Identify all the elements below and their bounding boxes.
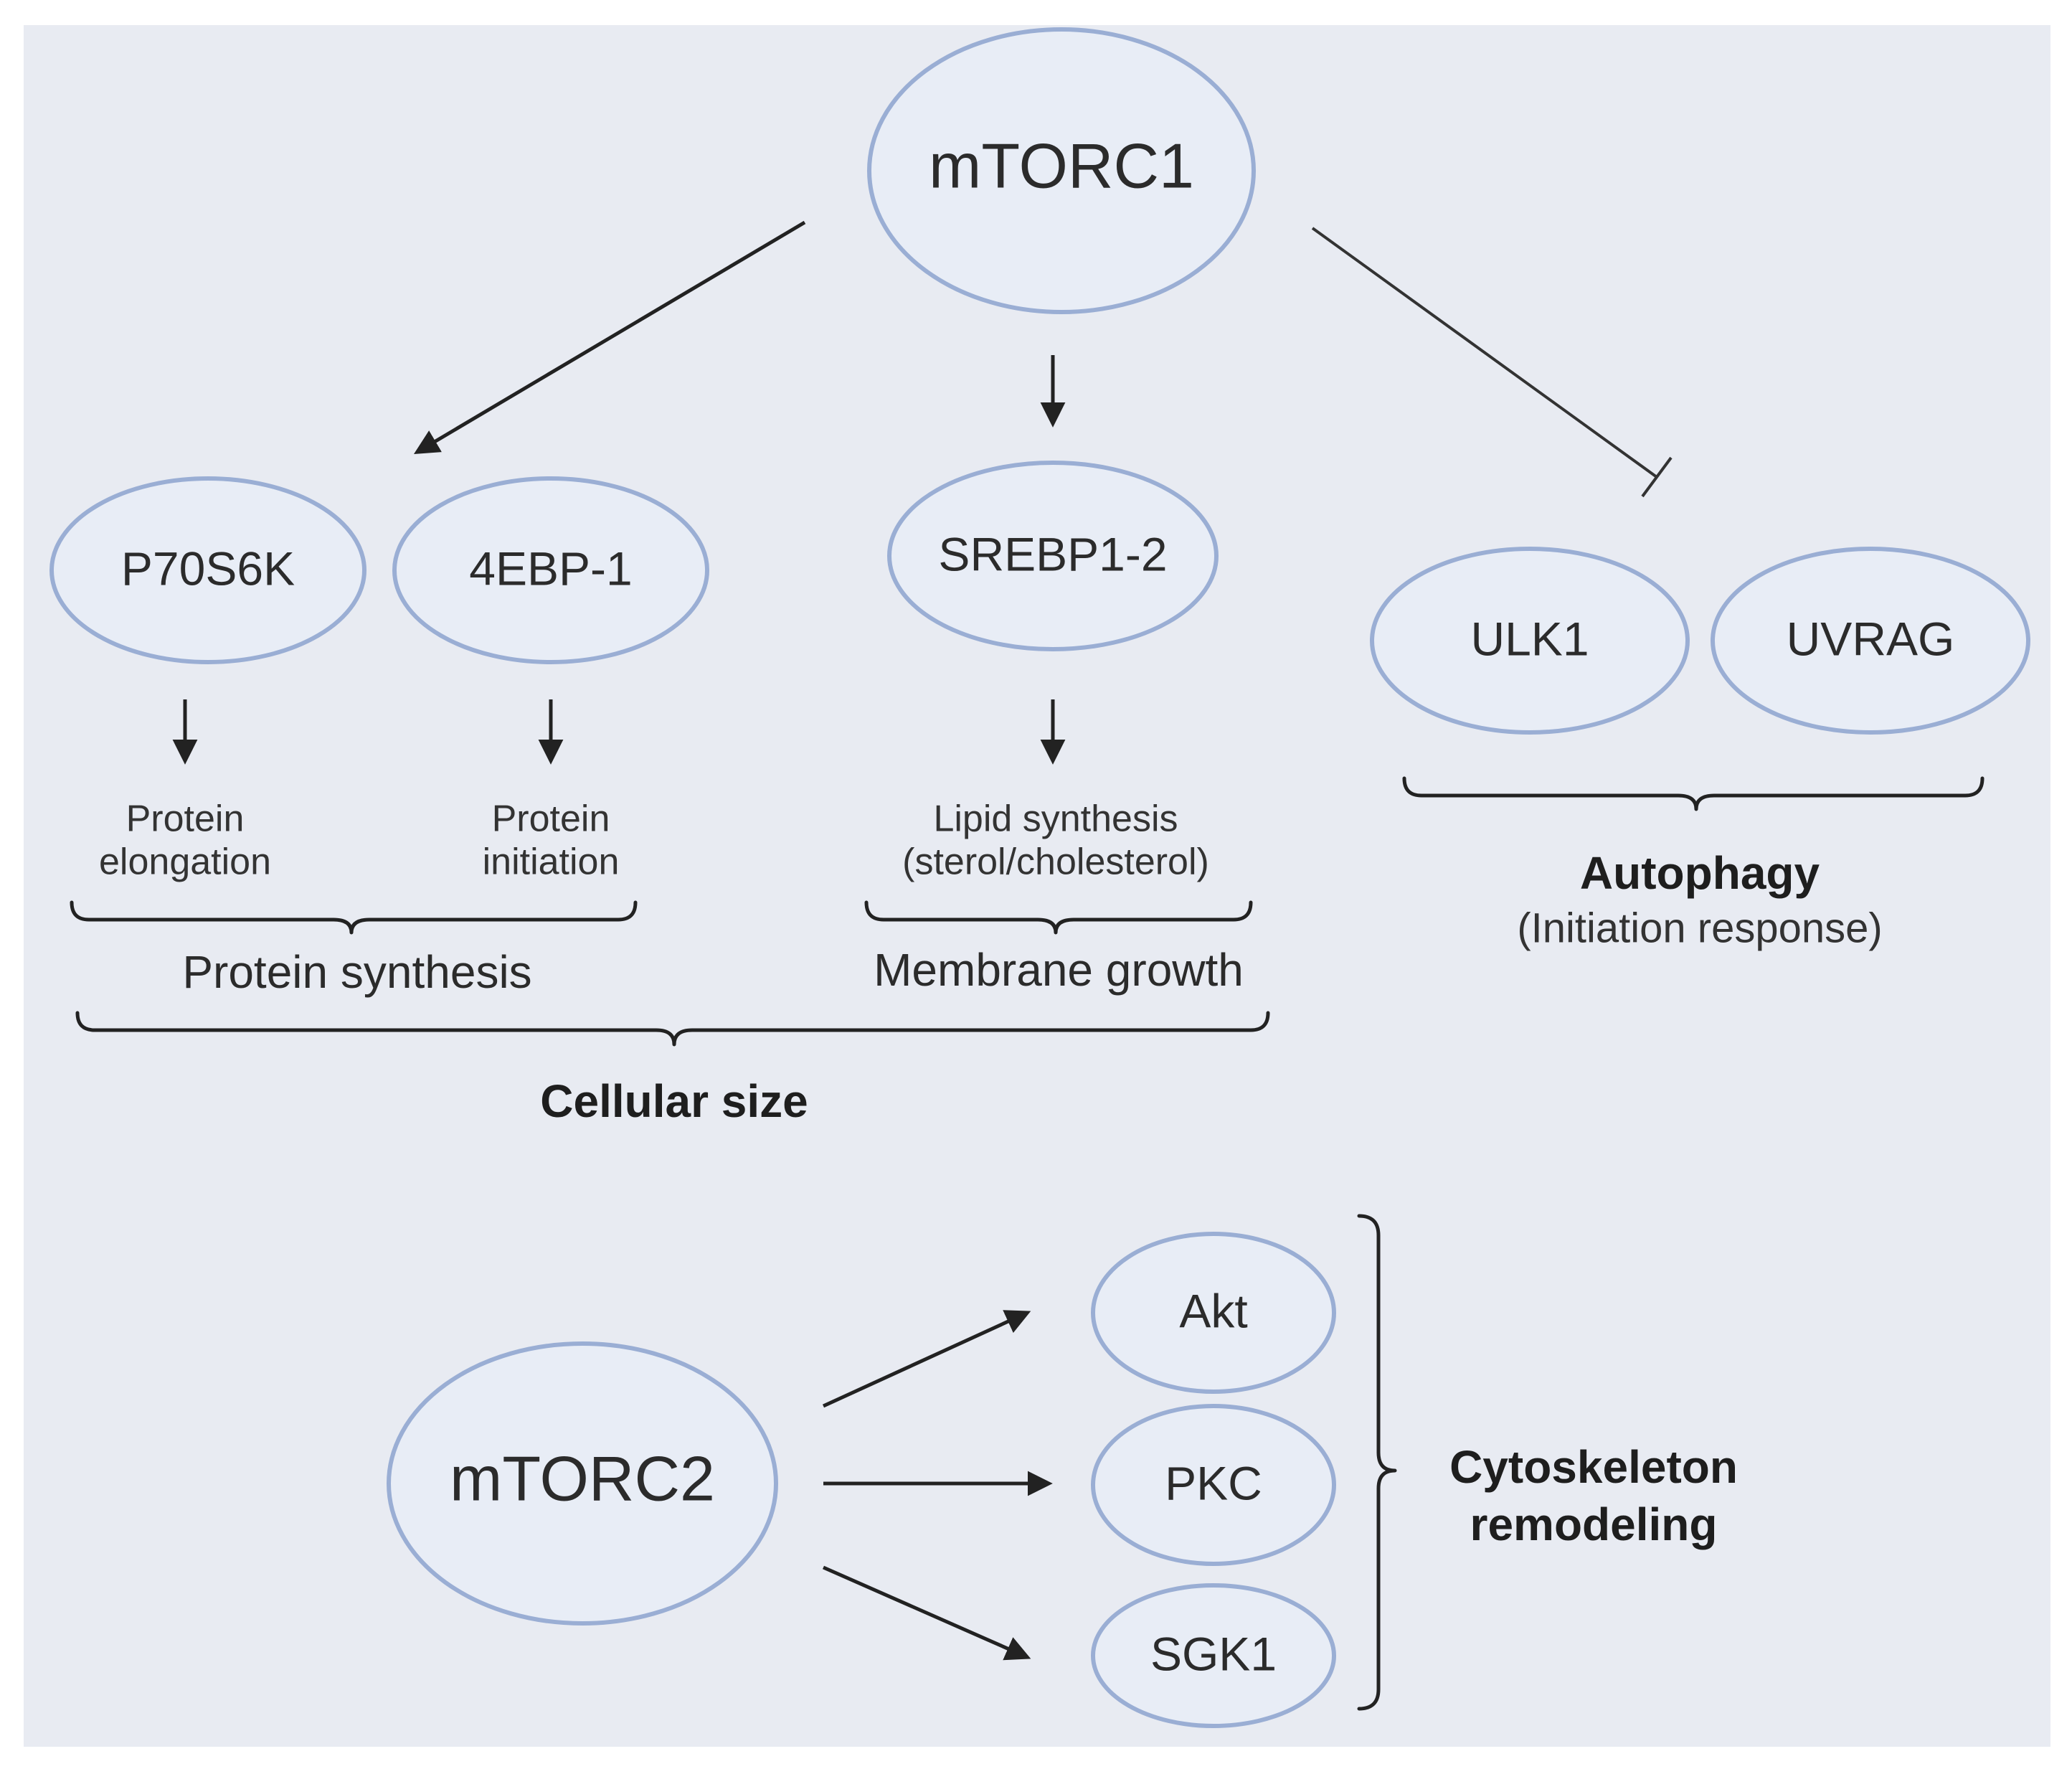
sgk1-node: SGK1 xyxy=(1091,1583,1336,1728)
arrow-mtorc2-to-akt xyxy=(822,1310,1031,1408)
uvrag-node: UVRAG xyxy=(1711,547,2030,735)
p70s6k-label: P70S6K xyxy=(121,542,295,595)
brace-membrane-growth xyxy=(864,900,1253,935)
srebp-label: SREBP1-2 xyxy=(938,527,1167,580)
protein-elongation-line1: Protein xyxy=(126,798,245,840)
cellular-size-label: Cellular size xyxy=(540,1075,808,1127)
brace-protein-synthesis xyxy=(70,900,638,935)
brace-autophagy xyxy=(1402,776,1985,811)
sgk1-label: SGK1 xyxy=(1150,1627,1277,1680)
ulk1-label: ULK1 xyxy=(1470,612,1589,665)
autophagy-sub-label: (Initiation response) xyxy=(1517,905,1882,951)
uvrag-label: UVRAG xyxy=(1787,612,1955,665)
protein-initiation-line1: Protein xyxy=(492,798,610,840)
mtorc1-node: mTORC1 xyxy=(867,27,1256,314)
brace-cellular-size xyxy=(75,1011,1270,1047)
cytoskeleton-label-line1: Cytoskeleton xyxy=(1449,1441,1738,1493)
p70s6k-node: P70S6K xyxy=(49,476,366,664)
4ebp1-label: 4EBP-1 xyxy=(469,542,632,595)
lipid-synthesis-line1: Lipid synthesis xyxy=(933,798,1178,840)
protein-synthesis-label: Protein synthesis xyxy=(182,946,531,998)
protein-initiation-line2: initiation xyxy=(483,841,620,883)
arrow-mtorc2-to-sgk1 xyxy=(822,1565,1031,1661)
autophagy-label: Autophagy xyxy=(1580,847,1820,899)
srebp-node: SREBP1-2 xyxy=(887,461,1219,651)
inhibition-mtorc1-to-autophagy xyxy=(1311,227,1673,498)
mtorc2-label: mTORC2 xyxy=(450,1443,715,1514)
pkc-label: PKC xyxy=(1165,1456,1262,1509)
mtorc1-label: mTORC1 xyxy=(929,130,1194,201)
arrow-mtorc1-to-protein-nodes xyxy=(413,220,806,454)
cytoskeleton-label-line2: remodeling xyxy=(1470,1499,1718,1550)
protein-elongation-line2: elongation xyxy=(99,841,271,883)
ulk1-node: ULK1 xyxy=(1370,547,1690,735)
akt-node: Akt xyxy=(1091,1232,1336,1394)
pkc-node: PKC xyxy=(1091,1404,1336,1566)
membrane-growth-label: Membrane growth xyxy=(874,944,1244,996)
lipid-synthesis-line2: (sterol/cholesterol) xyxy=(902,841,1209,883)
4ebp1-node: 4EBP-1 xyxy=(392,476,709,664)
mtorc2-node: mTORC2 xyxy=(387,1341,778,1626)
akt-label: Akt xyxy=(1179,1284,1247,1337)
brace-cytoskeleton xyxy=(1357,1214,1397,1711)
